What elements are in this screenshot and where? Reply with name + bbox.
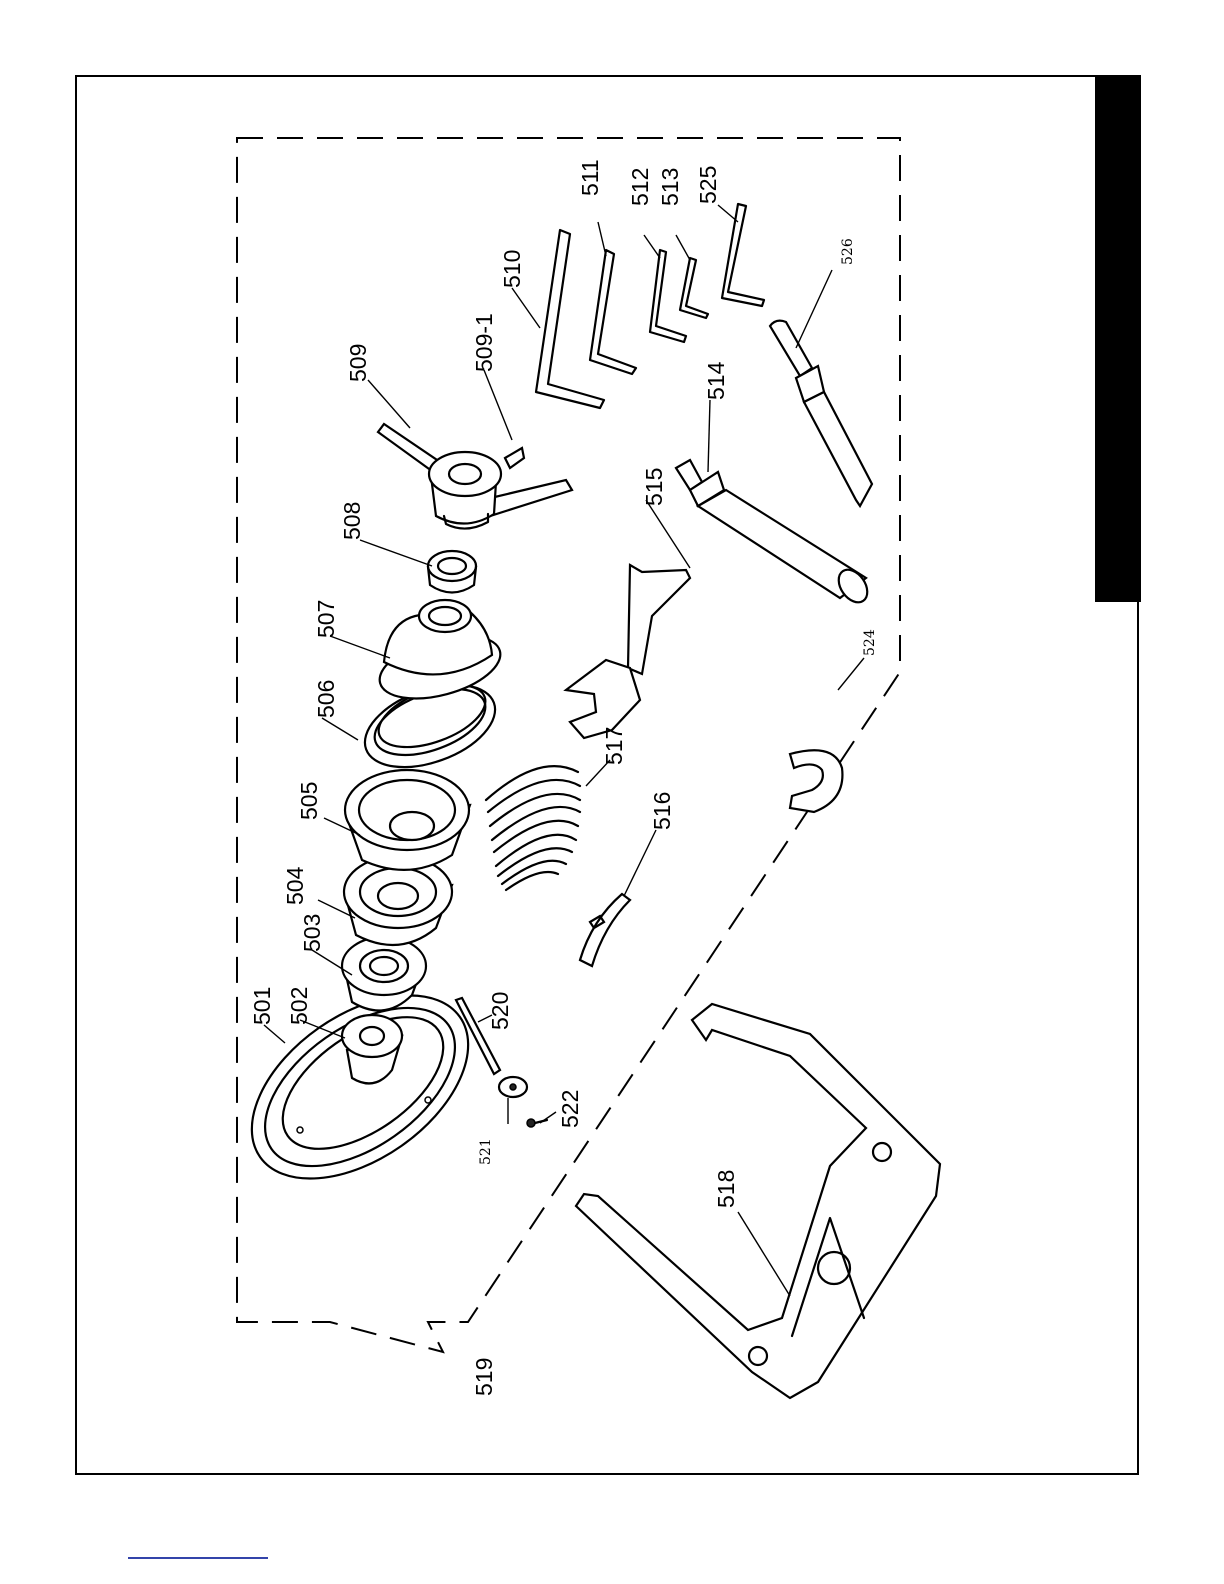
label-511: 511	[577, 159, 603, 196]
part-521-washer	[499, 1077, 527, 1097]
label-515: 515	[641, 468, 667, 506]
label-509: 509	[345, 344, 371, 382]
label-518: 518	[713, 1170, 739, 1208]
part-511-hex-key	[590, 250, 636, 374]
label-505: 505	[296, 782, 322, 820]
part-524-u-block	[790, 750, 842, 812]
part-515-tong-tool	[566, 565, 690, 738]
part-509-wing-nut	[378, 424, 572, 529]
part-525-hex-key	[722, 204, 764, 306]
label-516: 516	[649, 792, 675, 830]
label-501: 501	[249, 987, 275, 1025]
label-519: 519	[471, 1358, 497, 1396]
part-516-arc-segment	[580, 894, 630, 966]
part-518-frame	[576, 1004, 940, 1398]
label-502: 502	[286, 987, 312, 1025]
label-504: 504	[282, 866, 308, 905]
part-510-hex-key	[536, 230, 604, 408]
part-508-bushing	[428, 551, 476, 593]
label-522: 522	[557, 1090, 583, 1128]
label-517: 517	[601, 727, 627, 765]
label-526: 526	[840, 238, 856, 265]
label-508: 508	[339, 502, 365, 540]
label-521: 521	[478, 1138, 494, 1165]
label-510: 510	[499, 250, 525, 288]
label-506: 506	[313, 680, 339, 718]
label-513: 513	[657, 168, 683, 206]
part-512-hex-key	[650, 250, 686, 342]
label-509-1: 509-1	[471, 313, 497, 372]
label-514: 514	[703, 361, 729, 400]
label-524: 524	[862, 629, 878, 656]
label-520: 520	[487, 992, 513, 1030]
part-526-screwdriver	[770, 321, 872, 506]
part-505-cone	[345, 770, 470, 870]
part-513-hex-key	[680, 258, 708, 318]
label-507: 507	[313, 600, 339, 638]
label-503: 503	[299, 914, 325, 952]
label-512: 512	[627, 168, 653, 206]
part-514-pin	[676, 460, 873, 608]
label-525: 525	[695, 166, 721, 204]
part-517-spring	[486, 766, 580, 890]
